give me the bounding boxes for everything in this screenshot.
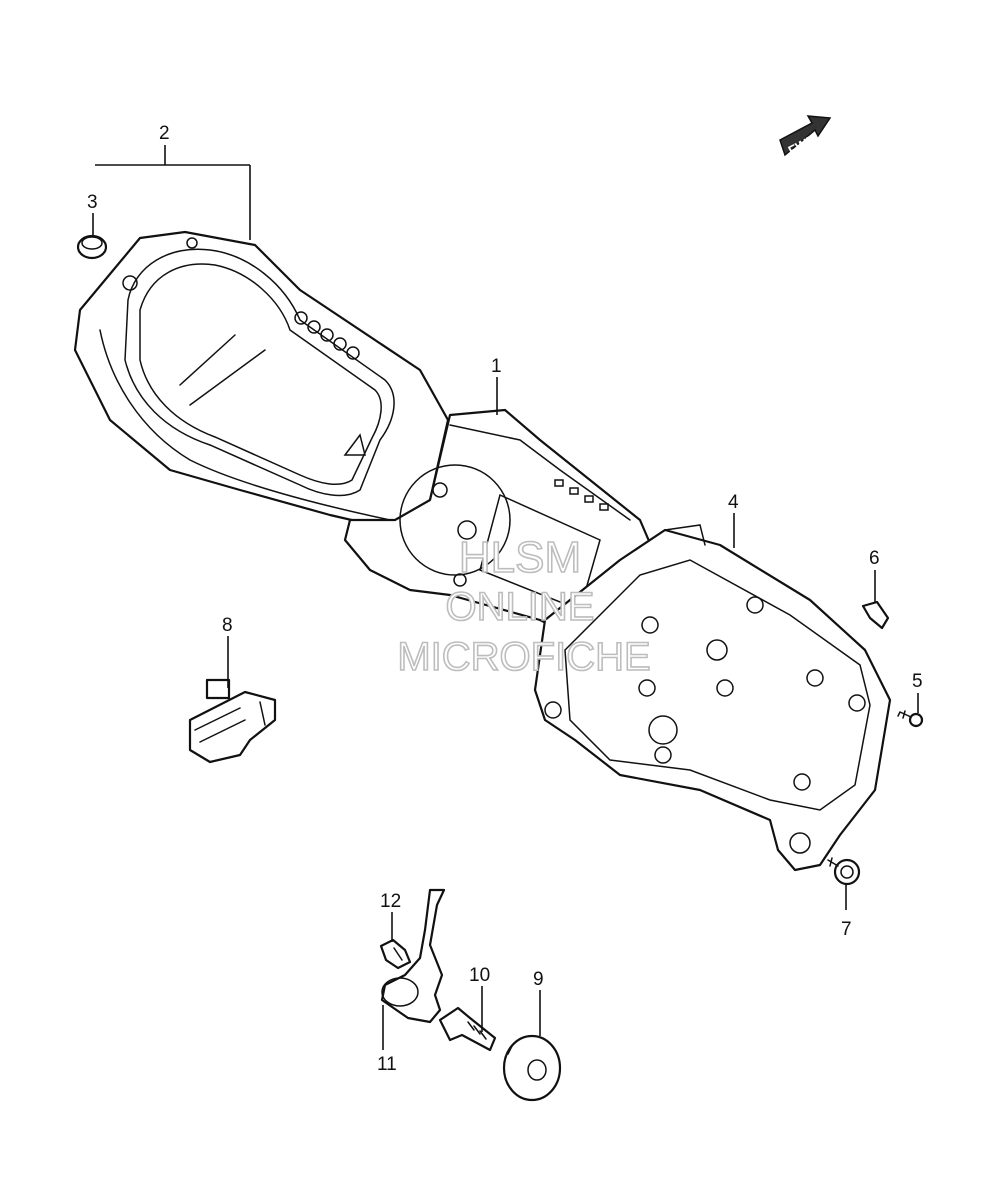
callout-12: 12 — [380, 891, 401, 912]
part-12-bolt — [379, 938, 412, 970]
fwd-arrow: FWD — [779, 115, 832, 158]
part-4-meter-case — [533, 524, 892, 872]
part-8-socket — [188, 678, 277, 764]
callout-11: 11 — [377, 1054, 397, 1075]
watermark-line-3: MICROFICHE — [397, 635, 650, 679]
callout-1: 1 — [491, 356, 502, 377]
part-6-clip — [861, 600, 890, 630]
part-7-screw — [827, 857, 861, 886]
callout-9: 9 — [533, 969, 544, 990]
part-9-washer — [502, 1034, 562, 1102]
callout-4: 4 — [728, 492, 739, 513]
callout-3: 3 — [87, 192, 98, 213]
callout-labels: 1 2 3 4 5 6 7 8 9 10 11 12 — [87, 123, 923, 1075]
part-5-screw — [897, 710, 924, 728]
part-11-bracket — [380, 888, 446, 1024]
part-2-meter-cover — [73, 230, 450, 532]
leader-lines — [92, 145, 919, 1050]
part-10-screw — [438, 1006, 497, 1052]
callout-8: 8 — [222, 615, 233, 636]
callout-7: 7 — [841, 919, 852, 940]
callout-2: 2 — [159, 123, 170, 144]
callout-6: 6 — [869, 548, 880, 569]
part-3-grommet — [76, 234, 108, 260]
watermark-line-2: ONLINE — [446, 585, 595, 629]
watermark-line-1: HLSM — [459, 533, 581, 582]
part-1-meter-assembly — [343, 408, 657, 652]
callout-10: 10 — [469, 965, 490, 986]
callout-5: 5 — [912, 671, 923, 692]
watermark: HLSM ONLINE MICROFICHE — [397, 532, 652, 680]
